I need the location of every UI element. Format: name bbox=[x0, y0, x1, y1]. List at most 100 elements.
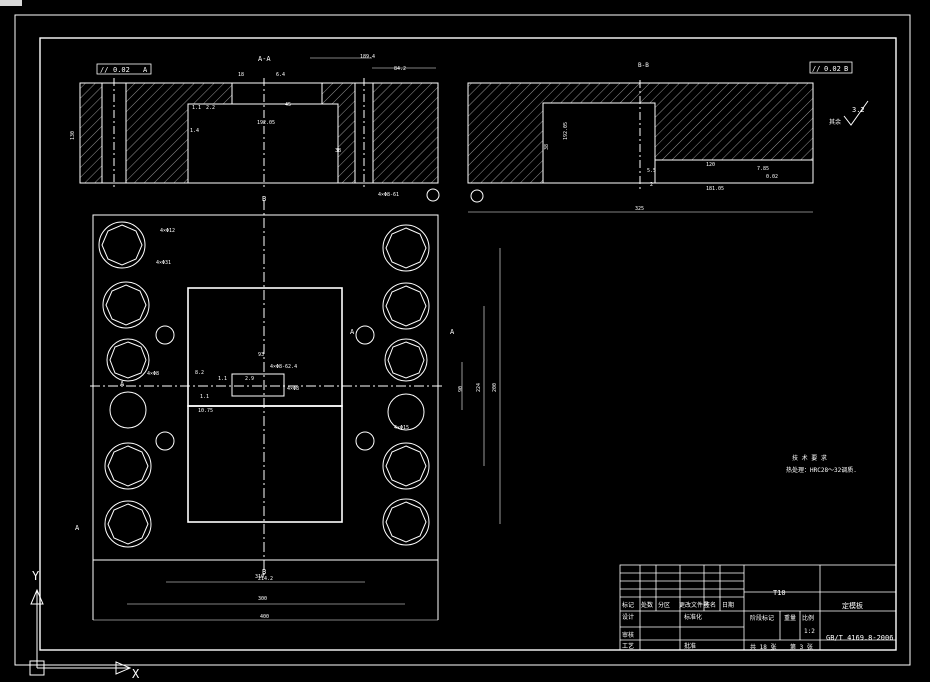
dim-aa-4: 2.2 bbox=[206, 105, 215, 111]
section-label-a-right: A bbox=[350, 328, 355, 336]
step-b bbox=[654, 159, 814, 184]
flatness-value-b: 0.02 bbox=[824, 65, 841, 73]
dim-aa-8: 1.4 bbox=[190, 128, 199, 134]
section-label-a-arrow: A bbox=[450, 328, 455, 336]
dim-plan-13: 224 bbox=[476, 383, 482, 392]
title-block bbox=[619, 564, 897, 651]
tb-stage-label: 阶段标记 bbox=[750, 614, 774, 622]
holes-left bbox=[98, 221, 175, 548]
dim-bb-6: 0.02 bbox=[766, 174, 778, 180]
dim-bb-4: 181.05 bbox=[706, 186, 724, 192]
datum-circle-a bbox=[426, 188, 440, 202]
gate-slot bbox=[231, 373, 285, 397]
notes-heading: 技 术 要 求 bbox=[792, 454, 827, 462]
cavity-pocket-a bbox=[187, 103, 339, 184]
dim-plan-15: 310 bbox=[255, 574, 264, 580]
window-top-bar bbox=[0, 0, 930, 8]
plan-view: B B A A A A bbox=[75, 195, 501, 621]
roughness-value: 3.2 bbox=[852, 106, 865, 114]
dim-plan-3: 4×Φ15 bbox=[394, 425, 409, 431]
dim-plan-9: 10.75 bbox=[198, 408, 213, 414]
cavity-upper bbox=[187, 287, 343, 407]
technical-notes: 技 术 要 求 热处理：HRC28～32调质. bbox=[786, 454, 857, 474]
dim-plan-4: 4×Φ8 bbox=[287, 386, 299, 392]
section-label-a-left: A bbox=[120, 380, 125, 388]
datum-circle-b bbox=[470, 189, 484, 203]
dim-plan-12: 90 bbox=[458, 386, 464, 392]
notes-line-1: 热处理：HRC28～32调质. bbox=[786, 466, 857, 474]
roughness-note: 其余 bbox=[829, 118, 841, 126]
tb-standardize: 标准化 bbox=[684, 613, 702, 621]
tb-label-2: 分区 bbox=[658, 601, 670, 609]
dim-bb-5: 7.85 bbox=[757, 166, 769, 172]
dim-plan-5: 4×Φ8-62.4 bbox=[270, 364, 297, 370]
flatness-frame-a bbox=[96, 63, 152, 75]
section-bb-label: B-B bbox=[638, 62, 649, 69]
tb-label-0: 标记 bbox=[622, 601, 634, 609]
dim-plan-11: 93 bbox=[258, 352, 264, 358]
tb-scale: 1:2 bbox=[804, 628, 815, 635]
dim-aa-0: 189.4 bbox=[360, 54, 375, 60]
tb-sheets: 共 18 张 bbox=[750, 643, 776, 651]
dim-plan-10: 2.9 bbox=[245, 376, 254, 382]
flatness-datum-b: B bbox=[844, 65, 848, 73]
tb-review: 审核 bbox=[622, 631, 634, 639]
dim-aa-3: 1.1 bbox=[192, 105, 201, 111]
tb-material: T10 bbox=[773, 589, 786, 597]
section-label-b-top: B bbox=[262, 195, 266, 203]
ucs-icon: Y X bbox=[29, 569, 140, 681]
dim-aa-6: 18 bbox=[238, 72, 244, 78]
cavity-lower bbox=[187, 405, 343, 523]
dim-bb-1: 192.05 bbox=[563, 122, 569, 140]
tb-part-name: 定模板 bbox=[842, 601, 863, 610]
section-aa-label: A-A bbox=[258, 55, 271, 63]
dim-plan-1: 4×Φ31 bbox=[156, 260, 171, 266]
tb-label-4: 签名 bbox=[704, 601, 716, 609]
drawing-tab[interactable] bbox=[0, 0, 22, 6]
tb-process: 工艺 bbox=[622, 642, 634, 650]
dim-bb-2: 120 bbox=[706, 162, 715, 168]
dim-aa-5: 192.05 bbox=[257, 120, 275, 126]
flatness-frame-b bbox=[809, 61, 853, 74]
dim-plan-0: 4×Φ12 bbox=[160, 228, 175, 234]
flatness-datum-a: A bbox=[143, 66, 148, 74]
ucs-x-label: X bbox=[132, 667, 140, 681]
step-a bbox=[231, 82, 323, 105]
roughness-symbol: 3.2 其余 bbox=[829, 100, 869, 126]
dim-plan-7: 1.1 bbox=[200, 394, 209, 400]
dim-plan-16: 214.2 bbox=[258, 576, 273, 582]
section-aa-view: A-A // 0.02 A 189.4 84.2 130 1.1 2.2 192… bbox=[70, 54, 440, 202]
tb-weight-label: 重量 bbox=[784, 614, 796, 622]
holes-right bbox=[355, 224, 430, 546]
title-block-text: 标记 处数 分区 更改文件号 签名 日期 设计 标准化 审核 工艺 批准 T10… bbox=[622, 589, 893, 651]
tb-label-3: 更改文件号 bbox=[679, 601, 709, 609]
tb-label-1: 处数 bbox=[641, 601, 653, 609]
ucs-y-label: Y bbox=[32, 569, 40, 583]
dim-aa-11: 4×Φ8-61 bbox=[378, 192, 399, 198]
cavity-pocket-b bbox=[542, 102, 656, 184]
inner-frame bbox=[39, 37, 897, 651]
dim-plan-17: 300 bbox=[258, 596, 267, 602]
tb-label-5: 日期 bbox=[722, 601, 734, 609]
svg-text://: // bbox=[812, 65, 820, 73]
section-bb-view: B-B // 0.02 B 38 192.05 120 5.5 181.05 7… bbox=[467, 61, 853, 213]
section-label-a-far: A bbox=[75, 524, 80, 532]
tb-approve: 批准 bbox=[684, 642, 696, 650]
dim-bb-8: 325 bbox=[635, 206, 644, 212]
flatness-symbol-a: // bbox=[100, 66, 108, 74]
outer-frame bbox=[14, 14, 911, 666]
dim-bb-7: 2 bbox=[650, 182, 653, 188]
dim-aa-10: 45 bbox=[285, 102, 291, 108]
dim-aa-1: 84.2 bbox=[394, 66, 406, 72]
dim-plan-8: 1.1 bbox=[218, 376, 227, 382]
dim-plan-18: 400 bbox=[260, 614, 269, 620]
plate-outline bbox=[92, 214, 439, 561]
tb-sheet-no: 第 3 张 bbox=[790, 643, 813, 651]
tb-standard: GB/T 4169.8-2006 bbox=[826, 634, 893, 642]
dim-plan-14: 200 bbox=[492, 383, 498, 392]
dim-aa-9: 6.4 bbox=[276, 72, 285, 78]
dim-aa-7: 38 bbox=[335, 148, 341, 154]
dim-bb-3: 5.5 bbox=[647, 168, 656, 174]
flatness-value-a: 0.02 bbox=[113, 66, 130, 74]
